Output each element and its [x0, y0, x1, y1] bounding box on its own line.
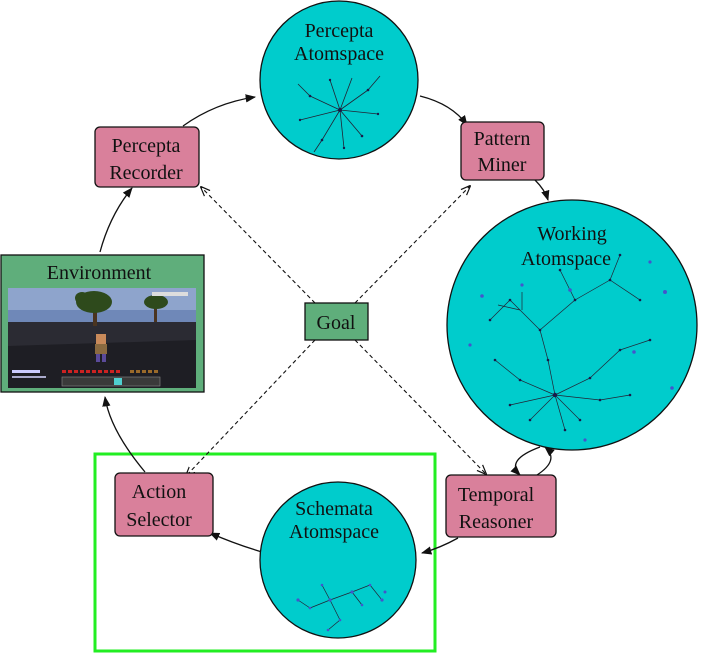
schemata-atomspace-node: Schemata Atomspace — [259, 481, 417, 639]
edge-miner-to-working — [534, 179, 550, 201]
percepta-recorder-line1: Percepta — [112, 135, 181, 157]
percepta-atom-graph — [297, 75, 381, 153]
goal-label: Goal — [317, 312, 356, 334]
edge-working-to-reasoner — [510, 446, 541, 476]
schemata-atomspace-line2: Atomspace — [289, 521, 379, 543]
environment-title: Environment — [47, 262, 152, 284]
goal-node: Goal — [304, 302, 369, 341]
action-selector-line2: Selector — [126, 509, 192, 531]
game-screenshot-image — [8, 288, 196, 388]
schemata-atomspace-line1: Schemata — [295, 498, 373, 520]
environment-node: Environment — [0, 254, 205, 393]
edge-goal-to-reasoner — [354, 339, 486, 474]
percepta-recorder-line2: Recorder — [109, 162, 183, 184]
percepta-atomspace-line1: Percepta — [305, 20, 374, 42]
percepta-atomspace-node: Percepta Atomspace — [259, 0, 419, 160]
working-atom-graph — [489, 254, 651, 431]
working-atomspace-line2: Atomspace — [521, 248, 611, 270]
highlight-frame — [93, 452, 437, 653]
edge-reasoner-to-working — [536, 446, 555, 476]
schemata-atom-graph — [297, 584, 383, 631]
goal-edges — [186, 186, 486, 476]
temporal-reasoner-line1: Temporal — [458, 484, 535, 506]
action-selector-node: Action Selector — [114, 472, 214, 537]
percepta-recorder-node: Percepta Recorder — [94, 126, 200, 188]
edge-recorder-to-percepta — [182, 94, 257, 127]
action-selector-line1: Action — [132, 481, 186, 503]
edge-goal-to-recorder — [201, 187, 316, 304]
edge-schemata-to-selector — [209, 532, 263, 553]
temporal-reasoner-node: Temporal Reasoner — [445, 474, 557, 538]
working-atomspace-line1: Working — [537, 223, 607, 245]
edge-selector-to-environment — [102, 395, 146, 473]
pattern-miner-line2: Miner — [478, 154, 527, 176]
edge-goal-to-miner — [354, 186, 470, 304]
edge-environment-to-recorder — [99, 187, 133, 253]
edge-goal-to-selector — [186, 339, 316, 476]
pattern-miner-line1: Pattern — [474, 128, 531, 150]
pattern-miner-node: Pattern Miner — [460, 121, 545, 181]
edge-reasoner-to-schemata — [420, 537, 459, 555]
working-atomspace-node: Working Atomspace — [446, 199, 698, 451]
edge-percepta-to-miner — [419, 95, 468, 126]
percepta-atomspace-line2: Atomspace — [294, 43, 384, 65]
temporal-reasoner-line2: Reasoner — [459, 511, 534, 533]
